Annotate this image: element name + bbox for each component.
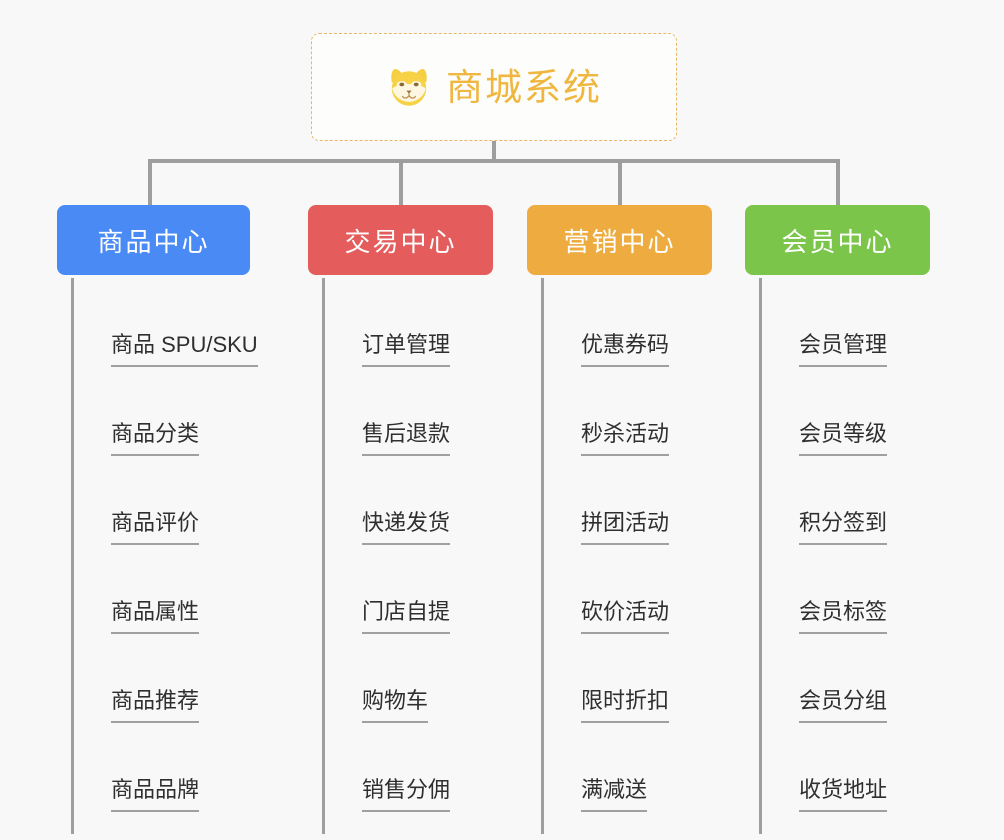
leaf-label: 订单管理 — [362, 334, 451, 367]
root-title: 商城系统 — [446, 66, 602, 108]
leaf-item[interactable]: 商品 SPU/SKU — [71, 278, 258, 367]
leaf-label: 门店自提 — [362, 601, 451, 634]
leaf-label: 售后退款 — [362, 423, 451, 456]
connector-drop-3 — [618, 159, 622, 205]
leaf-column-3: 优惠券码 秒杀活动 拼团活动 砍价活动 限时折扣 满减送 — [541, 278, 670, 834]
leaf-item[interactable]: 商品评价 — [71, 456, 258, 545]
shiba-dog-face-icon — [391, 68, 427, 106]
leaf-label: 快递发货 — [362, 512, 451, 545]
connector-horizontal-bus — [148, 159, 840, 163]
category-label-1: 商品中心 — [97, 226, 210, 257]
leaf-item[interactable]: 销售分佣 — [322, 723, 451, 812]
category-label-4: 会员中心 — [781, 226, 894, 257]
leaf-label: 优惠券码 — [581, 334, 670, 367]
leaf-item[interactable]: 拼团活动 — [541, 456, 670, 545]
leaf-item[interactable]: 秒杀活动 — [541, 367, 670, 456]
connector-drop-2 — [399, 159, 403, 205]
category-box-1[interactable]: 商品中心 — [57, 205, 250, 275]
leaf-label: 秒杀活动 — [581, 423, 670, 456]
category-label-2: 交易中心 — [344, 226, 457, 257]
leaf-label: 销售分佣 — [362, 779, 451, 812]
leaf-label: 商品评价 — [111, 512, 200, 545]
connector-root-stem — [492, 141, 496, 163]
leaf-label: 商品推荐 — [111, 690, 200, 723]
leaf-column-4: 会员管理 会员等级 积分签到 会员标签 会员分组 收货地址 — [759, 278, 888, 834]
leaf-label: 砍价活动 — [581, 601, 670, 634]
leaf-item[interactable]: 积分签到 — [759, 456, 888, 545]
leaf-stem-3 — [541, 278, 544, 834]
leaf-stem-1 — [71, 278, 74, 834]
leaf-label: 收货地址 — [799, 779, 888, 812]
root-node[interactable]: 商城系统 — [311, 33, 677, 141]
leaf-label: 限时折扣 — [581, 690, 670, 723]
leaf-item[interactable]: 快递发货 — [322, 456, 451, 545]
leaf-item[interactable]: 门店自提 — [322, 545, 451, 634]
leaf-item[interactable]: 商品分类 — [71, 367, 258, 456]
leaf-label: 商品 SPU/SKU — [111, 334, 258, 367]
leaf-item[interactable]: 会员管理 — [759, 278, 888, 367]
leaf-item[interactable]: 售后退款 — [322, 367, 451, 456]
leaf-item[interactable]: 会员分组 — [759, 634, 888, 723]
leaf-label: 积分签到 — [799, 512, 888, 545]
leaf-item[interactable]: 砍价活动 — [541, 545, 670, 634]
leaf-label: 会员管理 — [799, 334, 888, 367]
connector-drop-4 — [836, 159, 840, 205]
leaf-label: 会员标签 — [799, 601, 888, 634]
leaf-item[interactable]: 会员标签 — [759, 545, 888, 634]
leaf-stem-2 — [322, 278, 325, 834]
leaf-label: 商品分类 — [111, 423, 200, 456]
leaf-label: 满减送 — [581, 779, 648, 812]
leaf-label: 商品属性 — [111, 601, 200, 634]
leaf-item[interactable]: 优惠券码 — [541, 278, 670, 367]
leaf-item[interactable]: 商品属性 — [71, 545, 258, 634]
leaf-label: 购物车 — [362, 690, 429, 723]
leaf-column-1: 商品 SPU/SKU 商品分类 商品评价 商品属性 商品推荐 商品品牌 — [71, 278, 258, 834]
leaf-item[interactable]: 限时折扣 — [541, 634, 670, 723]
leaf-item[interactable]: 满减送 — [541, 723, 669, 812]
leaf-item[interactable]: 购物车 — [322, 634, 450, 723]
leaf-item[interactable]: 商品品牌 — [71, 723, 258, 812]
leaf-label: 会员分组 — [799, 690, 888, 723]
leaf-item[interactable]: 会员等级 — [759, 367, 888, 456]
leaf-label: 拼团活动 — [581, 512, 670, 545]
connector-drop-1 — [148, 159, 152, 205]
leaf-item[interactable]: 收货地址 — [759, 723, 888, 812]
leaf-column-2: 订单管理 售后退款 快递发货 门店自提 购物车 销售分佣 — [322, 278, 451, 834]
leaf-item[interactable]: 商品推荐 — [71, 634, 258, 723]
leaf-label: 会员等级 — [799, 423, 888, 456]
category-box-4[interactable]: 会员中心 — [745, 205, 930, 275]
category-box-3[interactable]: 营销中心 — [527, 205, 712, 275]
leaf-stem-4 — [759, 278, 762, 834]
leaf-item[interactable]: 订单管理 — [322, 278, 451, 367]
category-box-2[interactable]: 交易中心 — [308, 205, 493, 275]
leaf-label: 商品品牌 — [111, 779, 200, 812]
category-label-3: 营销中心 — [563, 226, 676, 257]
